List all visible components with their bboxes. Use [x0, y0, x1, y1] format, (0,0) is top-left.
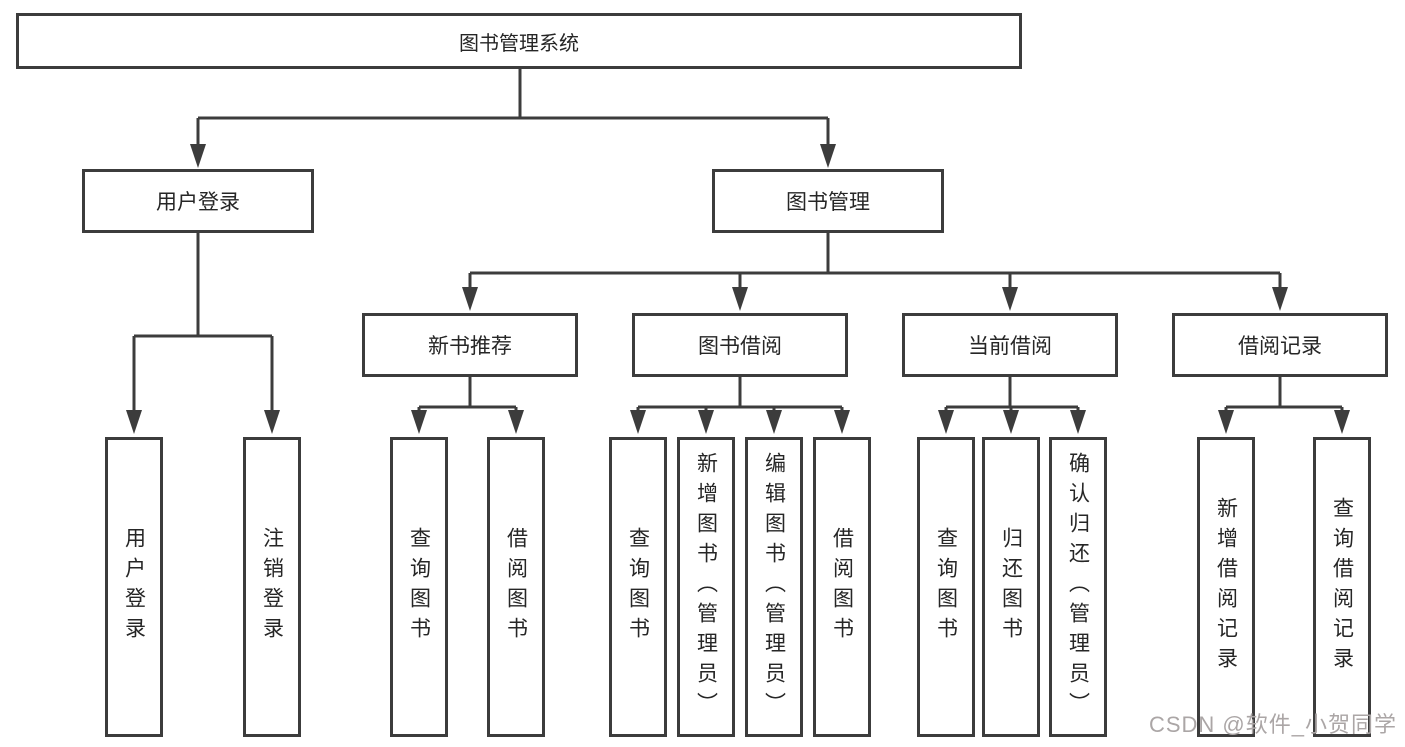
leaf-label: 查询图书	[407, 527, 431, 647]
node-label: 用户登录	[156, 191, 240, 214]
node-book-borrowing: 图书借阅	[632, 313, 848, 377]
node-book-management: 图书管理	[712, 169, 944, 233]
leaf-label: 借阅图书	[504, 527, 528, 647]
node-label: 当前借阅	[968, 335, 1052, 358]
leaf-logout: 注销登录	[243, 437, 301, 737]
connector-root-to-level2	[190, 69, 836, 168]
node-label: 图书管理系统	[459, 32, 579, 55]
leaf-borrow-books-recommend: 借阅图书	[487, 437, 545, 737]
node-current-borrowing: 当前借阅	[902, 313, 1118, 377]
leaf-label: 查询图书	[934, 527, 958, 647]
leaf-confirm-return-admin: 确认归还（管理员）	[1049, 437, 1107, 737]
leaf-edit-books-admin: 编辑图书（管理员）	[745, 437, 803, 737]
leaf-label: 归还图书	[999, 527, 1023, 647]
leaf-add-borrow-record: 新增借阅记录	[1197, 437, 1255, 737]
connector-new-book-children	[411, 377, 524, 434]
leaf-label: 新增图书（管理员）	[694, 452, 718, 722]
node-label: 图书借阅	[698, 335, 782, 358]
connector-book-management-to-level3	[462, 233, 1288, 311]
leaf-query-borrow-record: 查询借阅记录	[1313, 437, 1371, 737]
node-label: 新书推荐	[428, 335, 512, 358]
csdn-watermark: CSDN @软件_小贺同学	[1148, 712, 1397, 737]
leaf-borrow-books-borrowing: 借阅图书	[813, 437, 871, 737]
leaf-label: 用户登录	[122, 527, 146, 647]
leaf-label: 新增借阅记录	[1214, 497, 1238, 677]
node-label: 借阅记录	[1238, 335, 1322, 358]
leaf-user-login: 用户登录	[105, 437, 163, 737]
connector-borrowing-records-children	[1218, 377, 1350, 434]
leaf-label: 编辑图书（管理员）	[762, 452, 786, 722]
leaf-return-books: 归还图书	[982, 437, 1040, 737]
leaf-add-books-admin: 新增图书（管理员）	[677, 437, 735, 737]
leaf-query-books-current: 查询图书	[917, 437, 975, 737]
connector-user-login-children	[126, 233, 280, 434]
node-label: 图书管理	[786, 191, 870, 214]
leaf-label: 查询借阅记录	[1330, 497, 1354, 677]
connector-current-borrowing-children	[938, 377, 1086, 434]
leaf-label: 查询图书	[626, 527, 650, 647]
leaf-query-books-borrowing: 查询图书	[609, 437, 667, 737]
leaf-label: 借阅图书	[830, 527, 854, 647]
node-library-management-system: 图书管理系统	[16, 13, 1022, 69]
connector-book-borrowing-children	[630, 377, 850, 434]
leaf-label: 确认归还（管理员）	[1066, 452, 1090, 722]
leaf-query-books-recommend: 查询图书	[390, 437, 448, 737]
leaf-label: 注销登录	[260, 527, 284, 647]
node-borrowing-records: 借阅记录	[1172, 313, 1388, 377]
node-user-login: 用户登录	[82, 169, 314, 233]
node-new-book-recommendation: 新书推荐	[362, 313, 578, 377]
